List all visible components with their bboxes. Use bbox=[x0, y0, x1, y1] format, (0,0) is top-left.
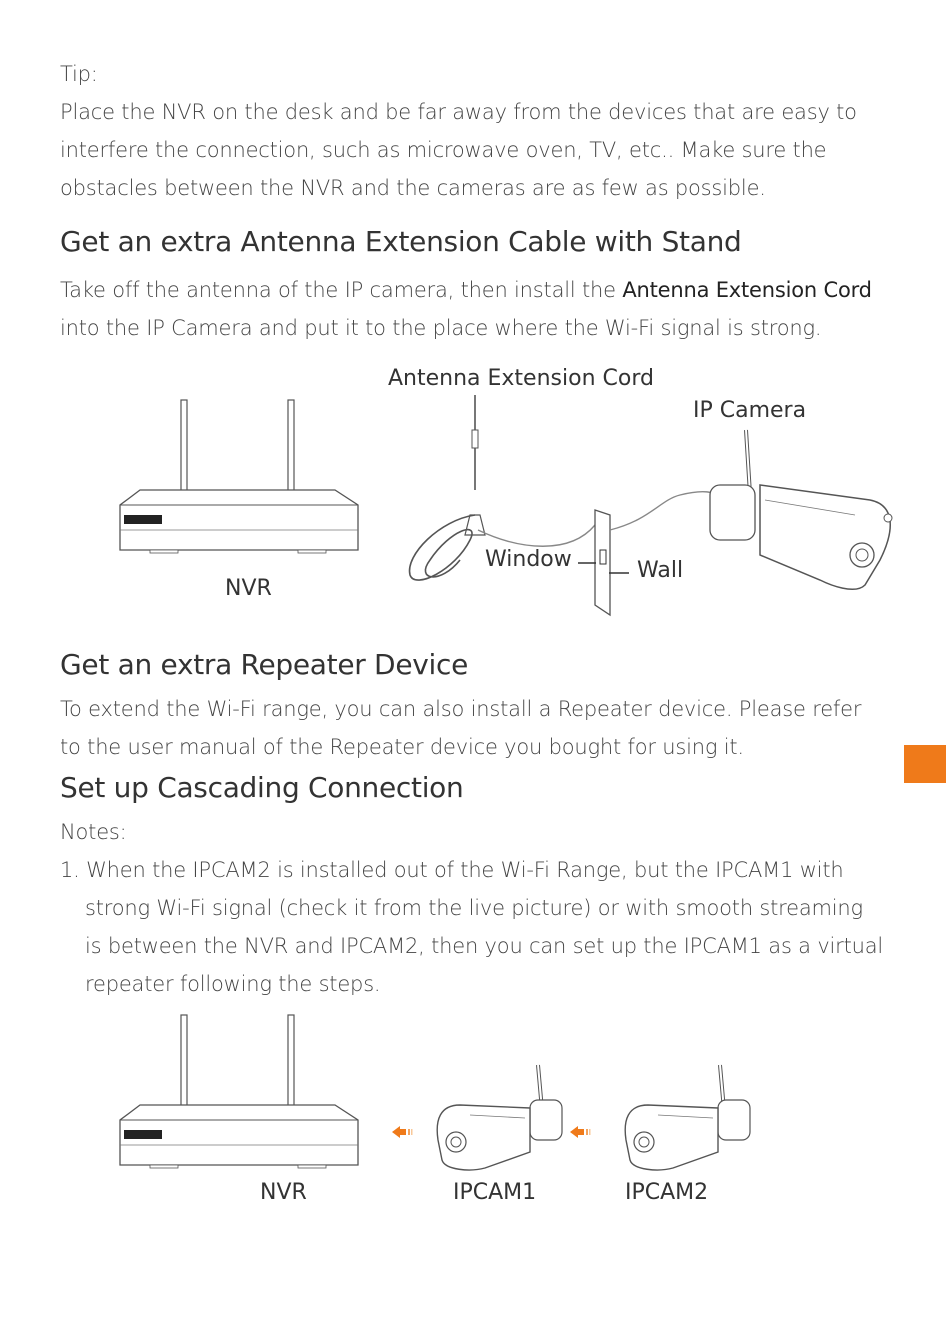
nvr-illustration bbox=[119, 399, 359, 554]
wall-leader-line bbox=[609, 572, 629, 574]
ipcam1-illustration bbox=[436, 1064, 563, 1171]
window-label: Window bbox=[485, 547, 572, 572]
tip-line-1: Place the NVR on the desk and be far awa… bbox=[60, 100, 857, 124]
antenna-line-1-prefix: Take off the antenna of the IP camera, t… bbox=[60, 278, 623, 302]
antenna-cord-illustration bbox=[408, 395, 893, 617]
ip-camera-label: IP Camera bbox=[693, 398, 807, 423]
tip-line-3: obstacles between the NVR and the camera… bbox=[60, 176, 766, 200]
ipcam2-illustration bbox=[624, 1064, 751, 1171]
signal-arrow-icon-2 bbox=[570, 1126, 591, 1138]
window-leader-line bbox=[578, 562, 596, 564]
tip-label: Tip: bbox=[60, 62, 98, 86]
diagram1-nvr-label: NVR bbox=[225, 576, 272, 601]
antenna-section-heading: Get an extra Antenna Extension Cable wit… bbox=[60, 225, 742, 258]
cascade-section-heading: Set up Cascading Connection bbox=[60, 771, 464, 804]
ipcam1-label: IPCAM1 bbox=[453, 1180, 537, 1205]
repeater-line-1: To extend the Wi-Fi range, you can also … bbox=[60, 697, 862, 721]
ipcam2-label: IPCAM2 bbox=[625, 1180, 709, 1205]
antenna-cord-label: Antenna Extension Cord bbox=[388, 366, 654, 391]
note1-line-1: 1. When the IPCAM2 is installed out of t… bbox=[60, 858, 844, 882]
note1-line-3: is between the NVR and IPCAM2, then you … bbox=[85, 934, 884, 958]
notes-label: Notes: bbox=[60, 820, 127, 844]
note1-line-2: strong Wi-Fi signal (check it from the l… bbox=[85, 896, 863, 920]
nvr-illustration-2 bbox=[119, 1014, 359, 1169]
chapter-tab-marker bbox=[904, 745, 946, 783]
repeater-section-heading: Get an extra Repeater Device bbox=[60, 648, 469, 681]
diagram2-nvr-label: NVR bbox=[260, 1180, 307, 1205]
note1-line-4: repeater following the steps. bbox=[85, 972, 381, 996]
antenna-line-1-highlight: Antenna Extension Cord bbox=[622, 278, 872, 302]
antenna-line-1: Take off the antenna of the IP camera, t… bbox=[60, 271, 872, 309]
antenna-line-2: into the IP Camera and put it to the pla… bbox=[60, 316, 822, 340]
repeater-line-2: to the user manual of the Repeater devic… bbox=[60, 735, 744, 759]
wall-label: Wall bbox=[637, 558, 684, 583]
tip-line-2: interfere the connection, such as microw… bbox=[60, 138, 827, 162]
signal-arrow-icon bbox=[392, 1126, 413, 1138]
